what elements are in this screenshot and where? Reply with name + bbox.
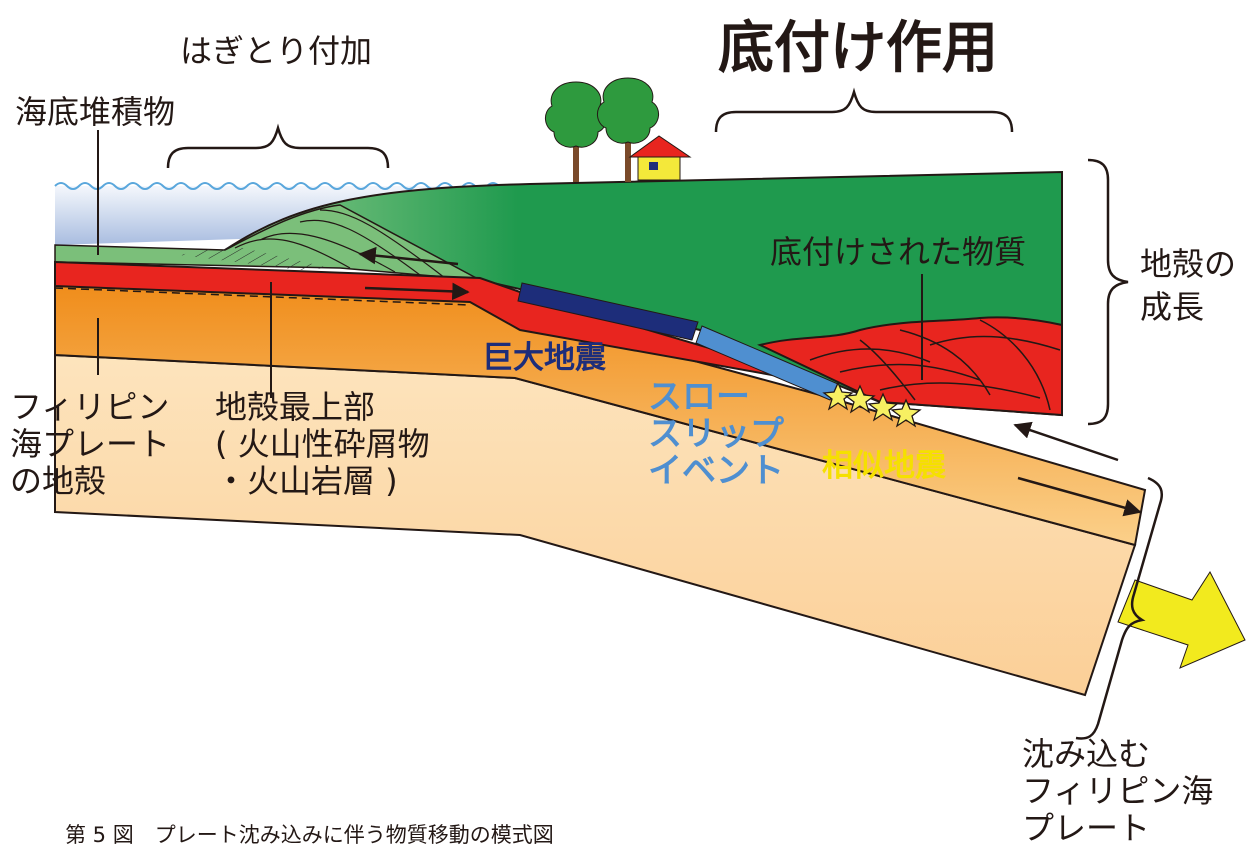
wedge-arrow bbox=[358, 246, 459, 266]
similar-quake-label: 相似地震 bbox=[822, 448, 947, 484]
underplating-brace bbox=[714, 87, 1014, 133]
hagitori-brace bbox=[166, 123, 390, 169]
similar-earthquake-stars bbox=[822, 381, 922, 428]
house-wall bbox=[637, 154, 681, 181]
star-icon bbox=[867, 392, 899, 422]
crust-growth-brace bbox=[1087, 158, 1129, 426]
wedge-hatching bbox=[180, 245, 330, 270]
hagitori-label: はぎとり付加 bbox=[180, 32, 372, 70]
figure-caption: 第 5 図 プレート沈み込みに伴う物質移動の模式図 bbox=[65, 823, 554, 845]
subduction-arrow bbox=[1017, 476, 1142, 517]
slow-slip-label-2: スリップ bbox=[648, 414, 784, 454]
megaquake-zone-bar bbox=[517, 282, 699, 341]
tree-trunk bbox=[573, 140, 579, 182]
tree-icon bbox=[597, 77, 659, 144]
slow-slip-zone-bar bbox=[695, 325, 839, 401]
crust-growth-label-2: 成長 bbox=[1140, 288, 1204, 326]
megaquake-label: 巨大地震 bbox=[482, 340, 607, 376]
phil-crust-label-1: フィリピン bbox=[10, 388, 169, 426]
slow-slip-label-3: イベント bbox=[648, 451, 784, 491]
seabed-sediment-label: 海底堆積物 bbox=[15, 93, 175, 131]
trees bbox=[545, 77, 659, 182]
upper-crust-label-1: 地殻最上部 bbox=[215, 388, 375, 426]
slow-slip-label-1: スロー bbox=[648, 377, 750, 417]
tree-trunk bbox=[625, 138, 631, 182]
crust-top-dashed-line bbox=[54, 287, 471, 306]
title: 底付け作用 bbox=[718, 16, 998, 81]
subducting-plate-brace bbox=[1075, 476, 1164, 740]
return-arrow bbox=[1013, 421, 1119, 462]
house-icon bbox=[628, 135, 692, 181]
wedge-thrust-lines bbox=[234, 209, 446, 279]
braces bbox=[166, 87, 1164, 740]
house-roof bbox=[628, 135, 692, 158]
underplated-scales bbox=[809, 319, 1061, 411]
subducting-plate-label-2: フィリピン海 bbox=[1022, 772, 1213, 810]
subducting-plate-label-3: プレート bbox=[1022, 809, 1150, 845]
subducting-plate-label-1: 沈み込む bbox=[1022, 735, 1150, 773]
underplated-material bbox=[757, 316, 1063, 417]
star-icon bbox=[822, 381, 854, 411]
star-icon bbox=[844, 384, 876, 414]
leader-lines bbox=[97, 130, 923, 398]
star-icon bbox=[890, 398, 922, 428]
house-window bbox=[649, 162, 658, 170]
motion-arrows bbox=[358, 246, 1142, 517]
plate-arrow-upper bbox=[364, 282, 470, 301]
crust-growth-label-1: 地殻の bbox=[1140, 245, 1236, 283]
upper-crust-label-2: ( 火山性砕屑物 bbox=[215, 425, 430, 463]
underplated-label: 底付けされた物質 bbox=[770, 233, 1026, 271]
phil-crust-label-3: の地殻 bbox=[10, 462, 106, 500]
upper-crust-label-3: ・火山岩層 ) bbox=[215, 462, 398, 500]
phil-crust-label-2: 海プレート bbox=[10, 425, 170, 463]
